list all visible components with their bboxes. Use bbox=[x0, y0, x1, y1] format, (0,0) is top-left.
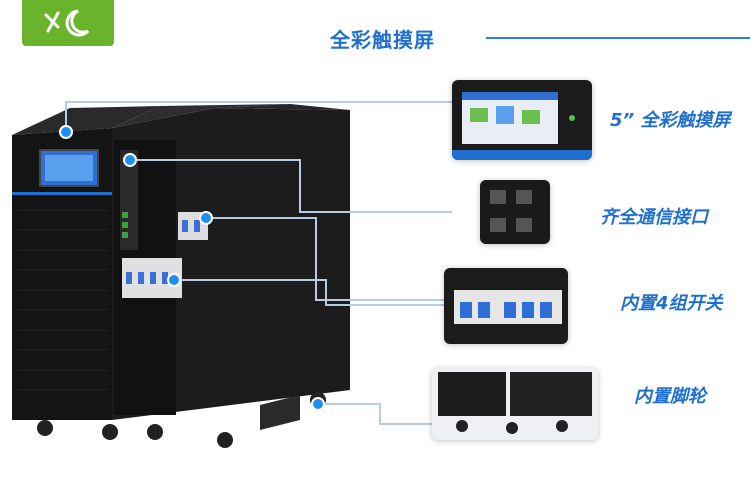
panel-breakers bbox=[444, 268, 568, 344]
moon-leaf-logo-icon bbox=[44, 9, 90, 37]
panel-comm-ports bbox=[480, 180, 550, 244]
page-title: 全彩触摸屏 bbox=[330, 28, 435, 52]
brand-logo bbox=[22, 0, 114, 46]
cabinet-right-top bbox=[112, 104, 290, 128]
feature-label-touchscreen: 5” 全彩触摸屏 bbox=[610, 110, 731, 131]
feature-label-comm-ports: 齐全通信接口 bbox=[600, 207, 708, 228]
panel-casters bbox=[432, 368, 598, 440]
title-divider bbox=[486, 37, 750, 39]
panel-touchscreen bbox=[452, 80, 592, 160]
cabinet-left-top bbox=[12, 106, 160, 135]
feature-label-casters: 内置脚轮 bbox=[634, 386, 706, 407]
cabinet-left-front bbox=[12, 128, 112, 420]
feature-label-breakers: 内置4组开关 bbox=[620, 293, 723, 314]
